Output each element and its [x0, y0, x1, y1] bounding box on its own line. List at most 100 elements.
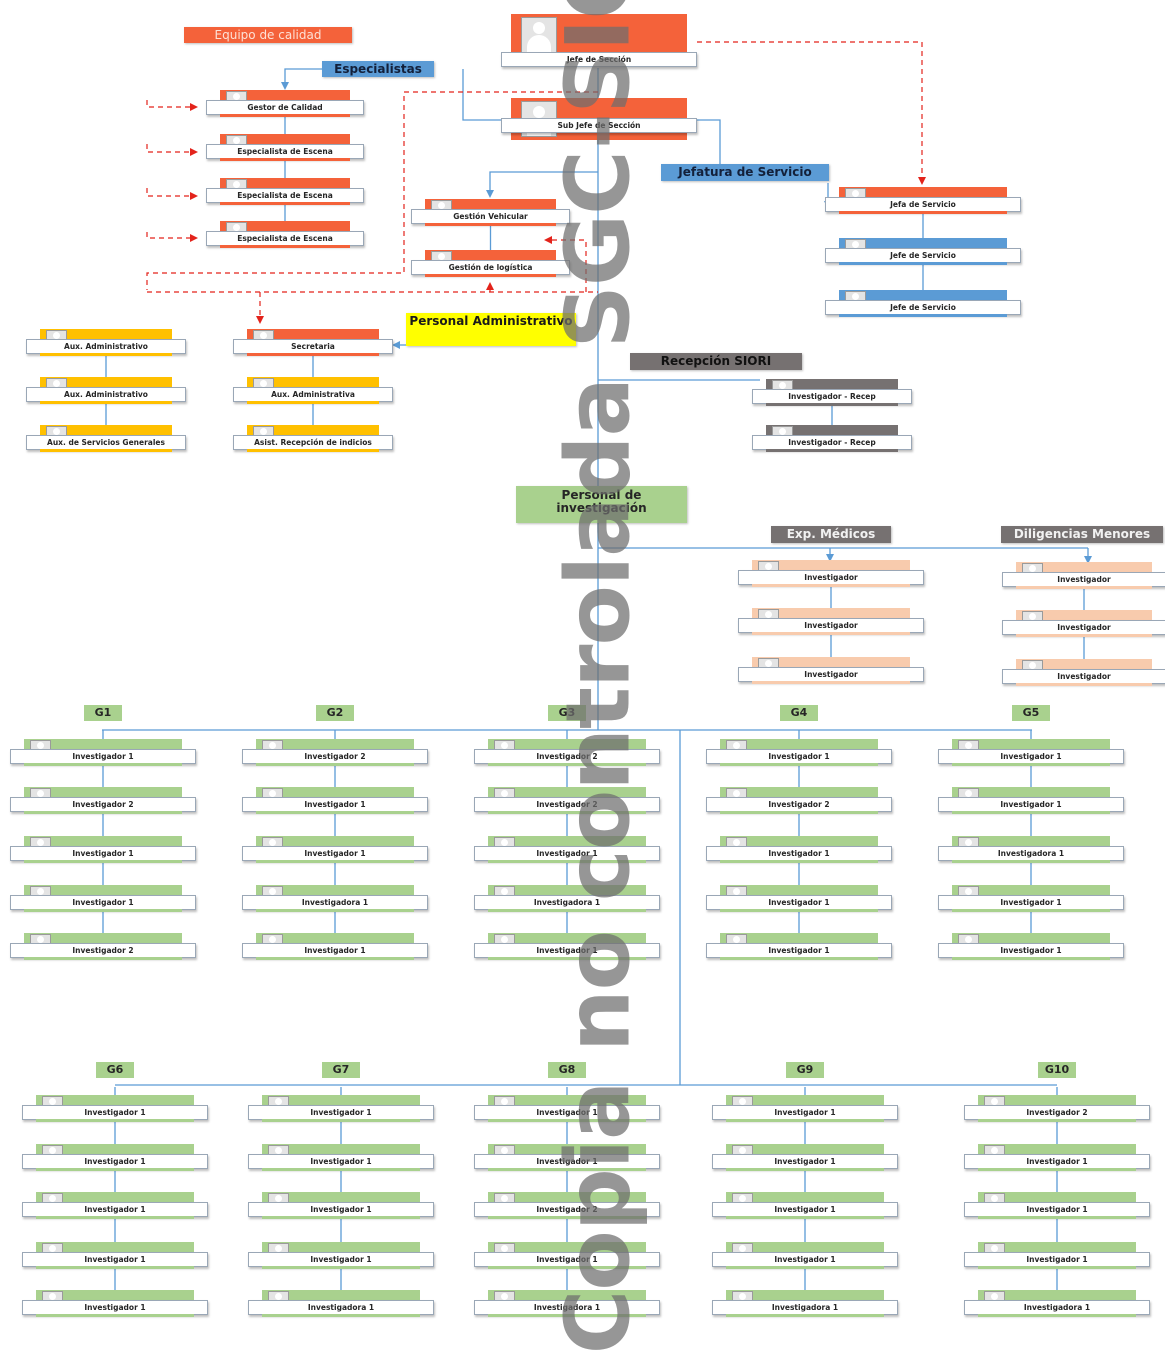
node-label: Aux. Administrativa — [233, 387, 393, 402]
group-label: G1 — [84, 705, 122, 721]
node-underline — [488, 860, 646, 863]
node-underline — [766, 403, 898, 406]
investigator-node: Investigadora 1 — [964, 1290, 1150, 1317]
node-label: Investigador 1 — [706, 749, 892, 764]
node-label: Especialista de Escena — [206, 231, 364, 246]
node-underline — [262, 1266, 420, 1269]
node-label: Investigador 1 — [22, 1252, 208, 1267]
node-label: Gestión Vehicular — [411, 209, 570, 224]
node-underline — [24, 763, 182, 766]
node-label: Investigador 1 — [712, 1105, 898, 1120]
node-underline — [425, 223, 556, 226]
node-label: Aux. Administrativo — [26, 387, 186, 402]
node-underline — [425, 274, 556, 277]
node-underline — [952, 811, 1110, 814]
node-label: Investigador 2 — [474, 797, 660, 812]
node-label: Investigador 2 — [706, 797, 892, 812]
node-underline — [488, 1168, 646, 1171]
node-underline — [752, 632, 910, 635]
quality-specialist-node: Especialista de Escena — [206, 178, 364, 205]
node-label: Gestor de Calidad — [206, 100, 364, 115]
siori-reception-header: Recepción SIORI — [630, 353, 802, 370]
node-underline — [720, 763, 878, 766]
admin-staff-node: Aux. de Servicios Generales — [26, 425, 186, 452]
group-label: G3 — [548, 705, 586, 721]
node-underline — [720, 860, 878, 863]
node-label: Especialista de Escena — [206, 144, 364, 159]
node-label: Jefe de Servicio — [825, 248, 1021, 263]
investigator-node: Investigador 2 — [474, 1192, 660, 1219]
node-label: Especialista de Escena — [206, 188, 364, 203]
node-underline — [247, 449, 379, 452]
node-label: Investigador 1 — [248, 1154, 434, 1169]
investigator-node: Investigadora 1 — [474, 885, 660, 912]
node-underline — [24, 909, 182, 912]
node-underline — [256, 957, 414, 960]
investigator-node: Investigadora 1 — [248, 1290, 434, 1317]
node-label: Jefe de Servicio — [825, 300, 1021, 315]
node-underline — [978, 1119, 1136, 1122]
investigator-node: Investigador 1 — [938, 885, 1124, 912]
node-underline — [247, 401, 379, 404]
group-label: G4 — [780, 705, 818, 721]
node-label: Investigador 2 — [474, 749, 660, 764]
section-chief-label: Jefe de Sección — [501, 52, 697, 67]
node-label: Investigador 1 — [242, 797, 428, 812]
investigator-node: Investigador 1 — [706, 836, 892, 863]
node-underline — [726, 1314, 884, 1317]
investigator-node: Investigador 1 — [10, 739, 196, 766]
node-underline — [40, 449, 172, 452]
node-underline — [262, 1119, 420, 1122]
node-underline — [24, 957, 182, 960]
node-label: Aux. de Servicios Generales — [26, 435, 186, 450]
node-label: Investigador 2 — [242, 749, 428, 764]
node-label: Investigador 1 — [22, 1300, 208, 1315]
node-label: Asist. Recepción de indicios — [233, 435, 393, 450]
node-label: Investigador 1 — [938, 749, 1124, 764]
node-underline — [726, 1216, 884, 1219]
node-label: Investigador 1 — [964, 1252, 1150, 1267]
node-label: Secretaria — [233, 339, 393, 354]
medical-records-node: Investigador — [738, 560, 924, 587]
medical-records-header: Exp. Médicos — [771, 526, 891, 543]
minor-procedures-header: Diligencias Menores — [1001, 526, 1163, 543]
node-underline — [1016, 634, 1152, 637]
node-underline — [720, 957, 878, 960]
investigator-node: Investigador 1 — [706, 739, 892, 766]
investigator-node: Investigador 2 — [474, 739, 660, 766]
node-underline — [36, 1266, 194, 1269]
investigator-node: Investigador 1 — [248, 1192, 434, 1219]
investigator-node: Investigador 1 — [242, 933, 428, 960]
node-label: Investigador — [1002, 669, 1165, 684]
investigator-node: Investigador 1 — [712, 1192, 898, 1219]
avatar-icon — [521, 17, 557, 53]
node-underline — [752, 681, 910, 684]
service-chief-header: Jefatura de Servicio — [661, 164, 829, 181]
node-label: Investigadora 1 — [938, 846, 1124, 861]
investigator-node: Investigadora 1 — [242, 885, 428, 912]
investigator-node: Investigador 1 — [712, 1144, 898, 1171]
node-label: Investigadora 1 — [474, 895, 660, 910]
node-label: Investigador 1 — [938, 797, 1124, 812]
service-chief-node: Jefe de Servicio — [825, 290, 1021, 317]
node-underline — [752, 584, 910, 587]
node-underline — [488, 957, 646, 960]
quality-specialist-node: Especialista de Escena — [206, 221, 364, 248]
node-underline — [247, 353, 379, 356]
investigator-node: Investigadora 1 — [712, 1290, 898, 1317]
node-underline — [262, 1168, 420, 1171]
investigator-node: Investigador 1 — [938, 787, 1124, 814]
investigator-node: Investigador 1 — [22, 1095, 208, 1122]
investigator-node: Investigador 1 — [22, 1192, 208, 1219]
node-underline — [1016, 683, 1152, 686]
investigator-node: Investigador 1 — [10, 836, 196, 863]
node-underline — [262, 1216, 420, 1219]
investigator-node: Investigador 1 — [712, 1242, 898, 1269]
admin-staff-node: Aux. Administrativa — [233, 377, 393, 404]
node-underline — [220, 158, 350, 161]
node-label: Investigador 1 — [938, 895, 1124, 910]
node-label: Investigador 1 — [474, 1252, 660, 1267]
node-label: Investigador 1 — [242, 846, 428, 861]
node-underline — [978, 1314, 1136, 1317]
node-underline — [488, 1266, 646, 1269]
